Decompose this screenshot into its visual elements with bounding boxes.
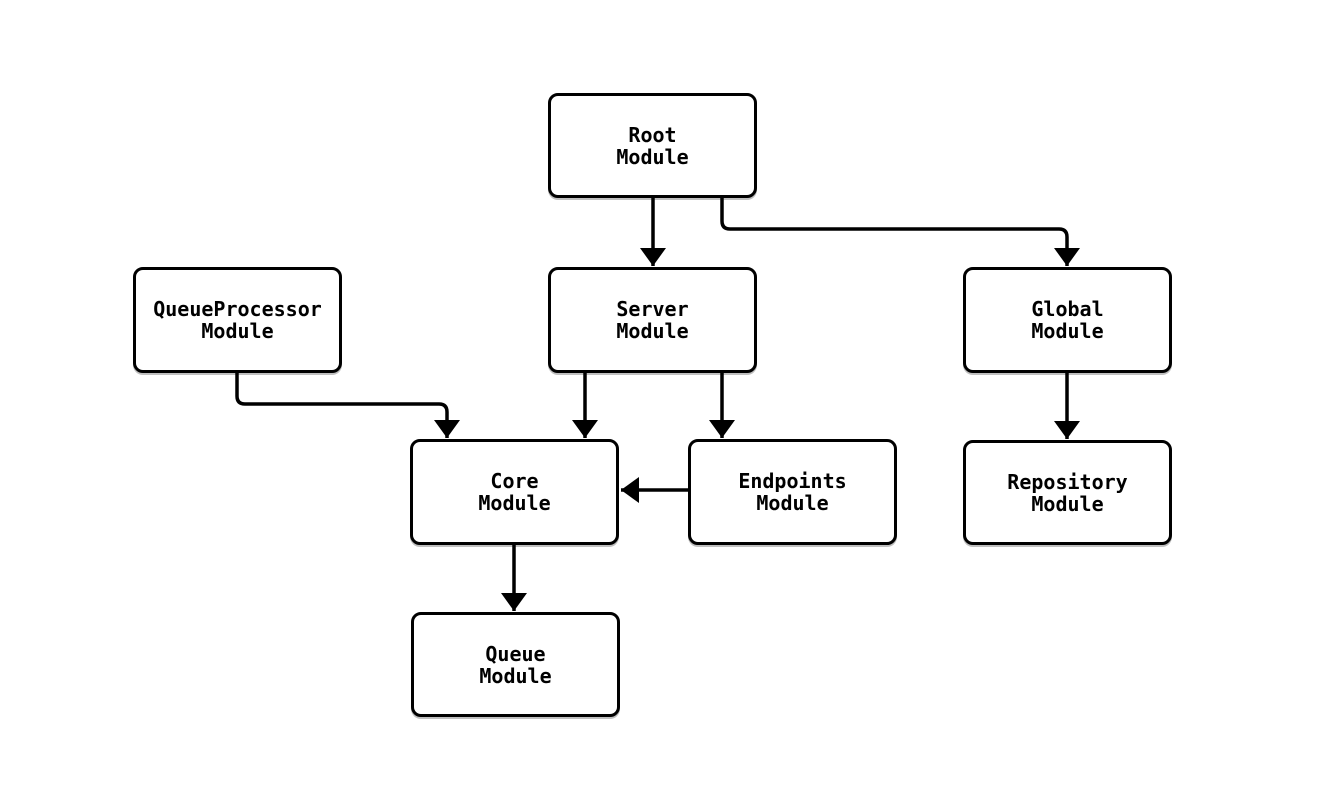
edge-root-to-global bbox=[720, 197, 1080, 266]
node-queueprocessor-module: QueueProcessor Module bbox=[133, 267, 342, 373]
node-root-module: Root Module bbox=[548, 93, 757, 198]
node-endpoints-module: Endpoints Module bbox=[688, 439, 897, 545]
node-server-module: Server Module bbox=[548, 267, 757, 373]
node-repository-module: Repository Module bbox=[963, 440, 1172, 545]
node-core-module: Core Module bbox=[410, 439, 619, 545]
edge-queueprocessor-to-core bbox=[235, 372, 460, 438]
node-global-module: Global Module bbox=[963, 267, 1172, 373]
node-queue-module: Queue Module bbox=[411, 612, 620, 717]
